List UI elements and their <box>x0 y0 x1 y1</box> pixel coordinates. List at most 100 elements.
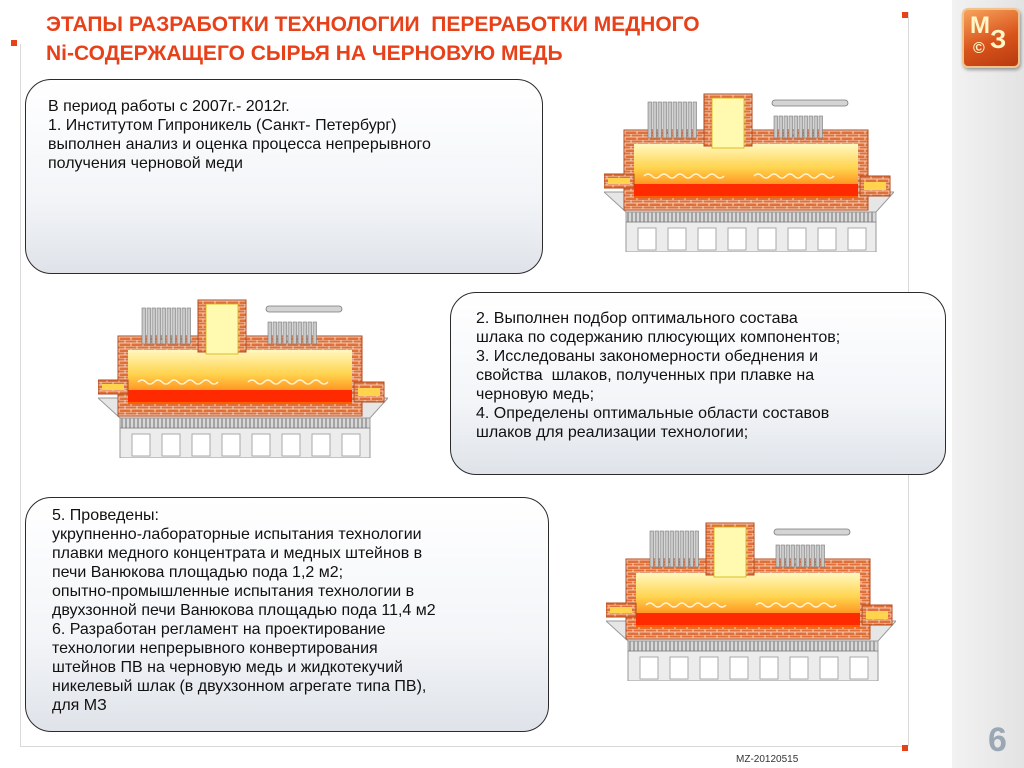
furnace-tuyere <box>682 101 687 139</box>
box2-line: шлаков для реализации технологии; <box>476 424 749 441</box>
box3-line: двухзонной печи Ванюкова площадью пода 1… <box>52 602 436 619</box>
furnace-tuyere <box>267 321 272 345</box>
foundation-opening <box>699 656 719 680</box>
furnace-foundation <box>625 221 877 253</box>
foundation-opening <box>759 656 779 680</box>
foundation-opening <box>757 227 777 251</box>
box1-line: 1. Институтом Гипроникель (Санкт- Петерб… <box>48 117 397 134</box>
furnace-tuyere <box>659 530 664 568</box>
furnace-uptake-inner <box>205 303 239 355</box>
furnace-tuyere <box>687 101 692 139</box>
right-side-bar <box>952 0 1024 768</box>
furnace-tuyere <box>292 321 297 345</box>
foundation-opening <box>729 656 749 680</box>
furnace-illustration-2 <box>96 298 390 463</box>
foundation-opening <box>817 227 837 251</box>
furnace-tuyere <box>277 321 282 345</box>
foundation-opening <box>667 227 687 251</box>
box3-line: 5. Проведены: <box>52 507 159 524</box>
foundation-opening <box>847 227 867 251</box>
furnace-tuyere <box>775 544 780 568</box>
box2-line: 4. Определены оптимальные области состав… <box>476 405 830 422</box>
foundation-opening <box>131 433 151 457</box>
frame-line-bottom <box>20 746 908 747</box>
furnace-tuyere <box>818 115 823 139</box>
furnace-outlet-right-melt <box>866 611 888 619</box>
box1-line: получения черновой меди <box>48 155 243 172</box>
box3-line: штейнов ПВ на черновую медь и жидкотекуч… <box>52 659 403 676</box>
text-box-stage-5-6: 5. Проведены: укрупненно-лабораторные ис… <box>25 497 549 732</box>
furnace-tuyere <box>790 544 795 568</box>
foundation-opening <box>669 656 689 680</box>
foundation-opening <box>311 433 331 457</box>
furnace-tuyere <box>813 115 818 139</box>
furnace-tuyere <box>312 321 317 345</box>
furnace-tuyere <box>146 307 151 345</box>
furnace-uptake-inner <box>711 97 745 149</box>
furnace-grate <box>119 417 371 429</box>
furnace-tuyere <box>773 115 778 139</box>
furnace-tuyere <box>302 321 307 345</box>
furnace-tuyere <box>672 101 677 139</box>
furnace-foundation <box>627 650 879 682</box>
furnace-tuyere <box>810 544 815 568</box>
furnace-tuyere <box>694 530 699 568</box>
furnace-tuyere <box>161 307 166 345</box>
furnace-metal-layer <box>634 184 858 196</box>
foundation-opening <box>819 656 839 680</box>
furnace-tuyere <box>798 115 803 139</box>
corner-dot-right <box>902 12 908 18</box>
furnace-tuyere <box>677 101 682 139</box>
furnace-tuyere <box>689 530 694 568</box>
foundation-opening <box>161 433 181 457</box>
furnace-tuyere <box>186 307 191 345</box>
corner-dot-bottom <box>902 745 908 751</box>
title-line-1: ЭТАПЫ РАЗРАБОТКИ ТЕХНОЛОГИИ ПЕРЕРАБОТКИ … <box>46 13 700 36</box>
furnace-tuyere <box>684 530 689 568</box>
furnace-bubbles <box>755 602 837 608</box>
box2-line: черновую медь; <box>476 386 595 403</box>
furnace-bubbles <box>643 173 725 179</box>
furnace-tuyere <box>669 530 674 568</box>
furnace-tuyere <box>297 321 302 345</box>
slide-title: ЭТАПЫ РАЗРАБОТКИ ТЕХНОЛОГИИ ПЕРЕРАБОТКИ … <box>46 10 926 68</box>
furnace-foundation <box>119 427 371 459</box>
furnace-illustration-1 <box>602 92 896 257</box>
furnace-outlet-right-melt <box>358 388 380 396</box>
foundation-opening <box>697 227 717 251</box>
foundation-opening <box>637 227 657 251</box>
corner-dot-left <box>11 40 17 46</box>
furnace-tuyere <box>151 307 156 345</box>
furnace-tuyere <box>141 307 146 345</box>
text-box-stage-1: В период работы с 2007г.- 2012г. 1. Инст… <box>25 79 543 274</box>
box1-line: выполнен анализ и оценка процесса непрер… <box>48 136 431 153</box>
furnace-tuyere <box>664 530 669 568</box>
furnace-tuyere <box>820 544 825 568</box>
furnace-tuyere <box>166 307 171 345</box>
furnace-outlet-left-melt <box>102 384 124 390</box>
furnace-tuyere <box>808 115 813 139</box>
page-number: 6 <box>988 721 1007 759</box>
furnace-pipe <box>773 528 851 536</box>
furnace-tuyere <box>667 101 672 139</box>
logo-letter-m: М <box>970 12 990 39</box>
furnace-tuyere <box>181 307 186 345</box>
company-logo: М З © <box>962 8 1020 68</box>
furnace-tuyere <box>171 307 176 345</box>
furnace-tuyere <box>805 544 810 568</box>
furnace-tuyere <box>652 101 657 139</box>
furnace-tuyere <box>800 544 805 568</box>
furnace-tuyere <box>679 530 684 568</box>
furnace-tuyere <box>803 115 808 139</box>
furnace-tuyere <box>156 307 161 345</box>
furnace-metal-layer <box>636 613 860 625</box>
furnace-tuyere <box>649 530 654 568</box>
furnace-bubbles <box>137 379 219 385</box>
furnace-tuyere <box>783 115 788 139</box>
furnace-uptake-inner <box>713 526 747 578</box>
title-line-2: Ni-СОДЕРЖАЩЕГО СЫРЬЯ НА ЧЕРНОВУЮ МЕДЬ <box>46 42 563 65</box>
furnace-tuyere <box>815 544 820 568</box>
furnace-grate <box>627 640 879 652</box>
furnace-tuyere <box>692 101 697 139</box>
furnace-tuyere <box>654 530 659 568</box>
